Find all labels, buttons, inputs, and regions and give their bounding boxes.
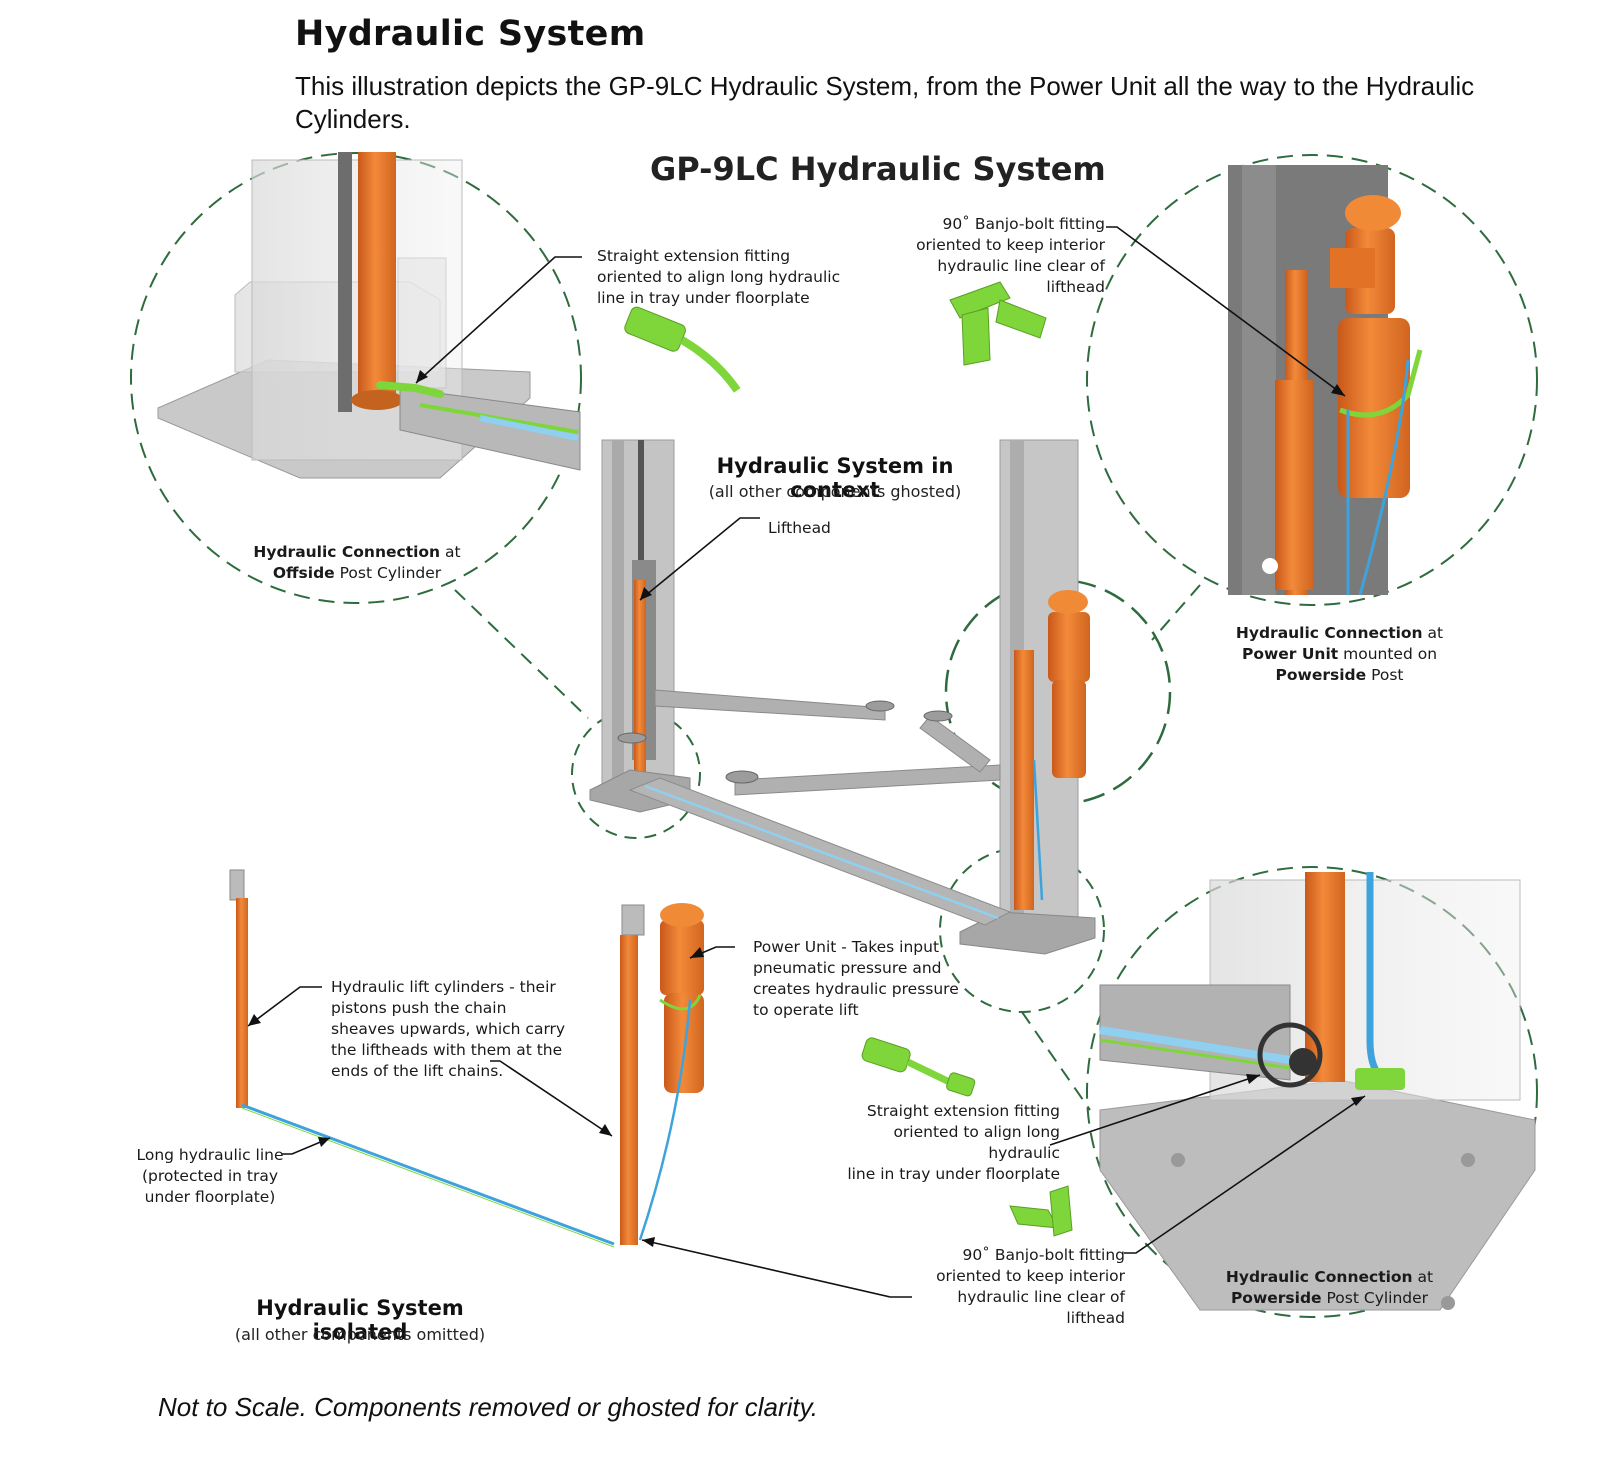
callout-line: 90˚ Banjo-bolt fitting (962, 1246, 1125, 1264)
lift-context-illustration (589, 439, 1096, 955)
caption-text: Post Cylinder (339, 564, 442, 582)
powerside-fitting-callout: Straight extension fitting oriented to a… (820, 1101, 1060, 1185)
callout-line: Straight extension fitting (866, 1102, 1060, 1120)
callout-line: creates hydraulic pressure (753, 980, 959, 998)
callout-line: oriented to keep interior (936, 1267, 1125, 1285)
caption-bold: Hydraulic Connection (1235, 624, 1423, 642)
callout-line: under floorplate) (144, 1188, 276, 1206)
caption-text: mounted on (1343, 645, 1438, 663)
callout-line: pistons push the chain (331, 999, 507, 1017)
caption-text: at (1427, 624, 1444, 642)
context-title: Hydraulic System in context (716, 454, 954, 502)
callout-line: to operate lift (753, 1001, 859, 1019)
fittings-illustration (624, 281, 1073, 1237)
caption-text: at (1417, 1268, 1434, 1286)
footer-note: Not to Scale. Components removed or ghos… (158, 1392, 818, 1422)
callout-line: ends of the lift chains. (331, 1062, 504, 1080)
power-unit-zoom-detail (1086, 154, 1538, 606)
isolated-system-illustration (229, 869, 704, 1248)
offside-fitting-callout: Straight extension fitting oriented to a… (597, 246, 840, 309)
offside-zoom-detail (130, 152, 582, 604)
callout-line: 90˚ Banjo-bolt fitting (942, 215, 1105, 233)
banjo-bottom-callout: 90˚ Banjo-bolt fitting oriented to keep … (900, 1245, 1125, 1329)
callout-line: sheaves upwards, which carry (331, 1020, 566, 1038)
caption-text: at (445, 543, 461, 561)
leader-lines (247, 226, 1366, 1298)
callout-line: oriented to align long hydraulic (893, 1123, 1060, 1162)
callout-line: oriented to align long hydraulic (597, 268, 841, 286)
offside-connection-caption: Hydraulic Connection at Offside Post Cyl… (242, 542, 472, 584)
intro-paragraph: This illustration depicts the GP-9LC Hyd… (295, 71, 1475, 134)
caption-text: Post Cylinder (1326, 1289, 1429, 1307)
callout-line: (protected in tray (141, 1167, 279, 1185)
leader-arrowheads (248, 370, 1365, 1247)
long-line-callout: Long hydraulic line (protected in tray u… (135, 1145, 285, 1208)
isolated-subtitle: (all other components omitted) (234, 1325, 486, 1344)
powerside-zoom-detail (1086, 866, 1538, 1318)
caption-bold: Hydraulic Connection (1225, 1268, 1413, 1286)
diagram-title: GP-9LC Hydraulic System (650, 150, 1106, 188)
caption-bold: Hydraulic Connection (253, 543, 441, 561)
caption-bold: Offside (272, 564, 335, 582)
callout-line: line in tray under floorplate (597, 289, 810, 307)
power-unit-connection-caption: Hydraulic Connection at Power Unit mount… (1232, 623, 1447, 686)
callout-line: oriented to keep interior (916, 236, 1105, 254)
callout-line: hydraulic line clear of lifthead (957, 1288, 1125, 1327)
callout-line: Long hydraulic line (136, 1146, 284, 1164)
lifthead-label: Lifthead (768, 519, 831, 537)
powerside-connection-caption: Hydraulic Connection at Powerside Post C… (1222, 1267, 1437, 1309)
caption-bold: Powerside (1275, 666, 1367, 684)
cylinders-callout: Hydraulic lift cylinders - their pistons… (331, 977, 565, 1082)
callout-line: Straight extension fitting (597, 247, 791, 265)
callout-line: pneumatic pressure and (753, 959, 942, 977)
callout-line: hydraulic line clear of lifthead (937, 257, 1105, 296)
page-title: Hydraulic System (295, 14, 646, 54)
caption-bold: Power Unit (1241, 645, 1339, 663)
context-subtitle: (all other components ghosted) (708, 482, 962, 501)
callout-line: line in tray under floorplate (847, 1165, 1060, 1183)
power-unit-callout: Power Unit - Takes input pneumatic press… (753, 937, 959, 1021)
zoom-connector-lines (454, 584, 1201, 1111)
caption-text: Post (1371, 666, 1404, 684)
callout-line: Power Unit - Takes input (753, 938, 940, 956)
callout-line: Hydraulic lift cylinders - their (331, 978, 556, 996)
isolated-title: Hydraulic System isolated (256, 1296, 464, 1344)
caption-bold: Powerside (1230, 1289, 1322, 1307)
callout-line: the liftheads with them at the (331, 1041, 563, 1059)
banjo-top-callout: 90˚ Banjo-bolt fitting oriented to keep … (880, 214, 1105, 298)
